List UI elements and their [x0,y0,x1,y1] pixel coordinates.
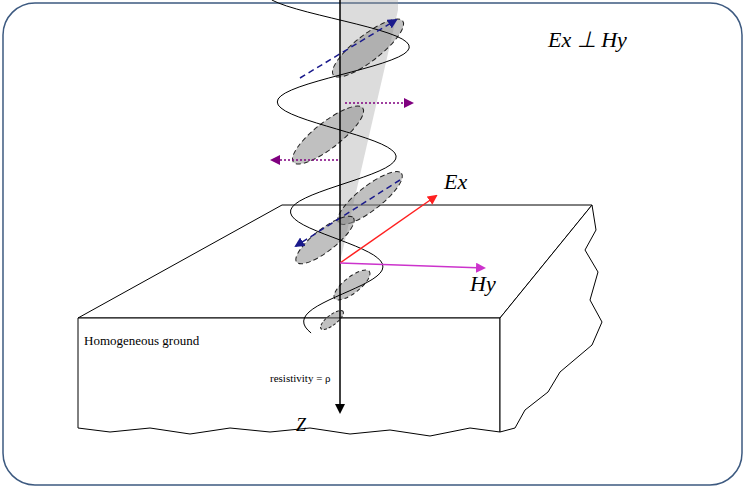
ground-front-face [78,318,500,436]
electric-vector [296,180,400,246]
ground-side-face [500,205,602,432]
wave-ellipse [330,265,375,305]
h-field-arrow [340,263,484,268]
e-field-label: Ex [444,170,467,194]
ground-label: Homogeneous ground [84,334,199,348]
orthogonality-label: Ex ⊥ Hy [548,28,627,52]
wave-ellipse [290,209,360,271]
h-field-label: Hy [470,272,496,296]
magnetic-vector [345,102,412,104]
wave-ellipse [325,11,410,86]
axis-label: Z [296,416,306,436]
resistivity-label: resistivity = ρ [268,372,333,384]
e-field-arrow [340,196,436,263]
electric-vector [300,20,396,78]
z-axis [339,0,341,412]
magnetic-vector [272,159,338,161]
wave-ellipse [318,307,346,332]
